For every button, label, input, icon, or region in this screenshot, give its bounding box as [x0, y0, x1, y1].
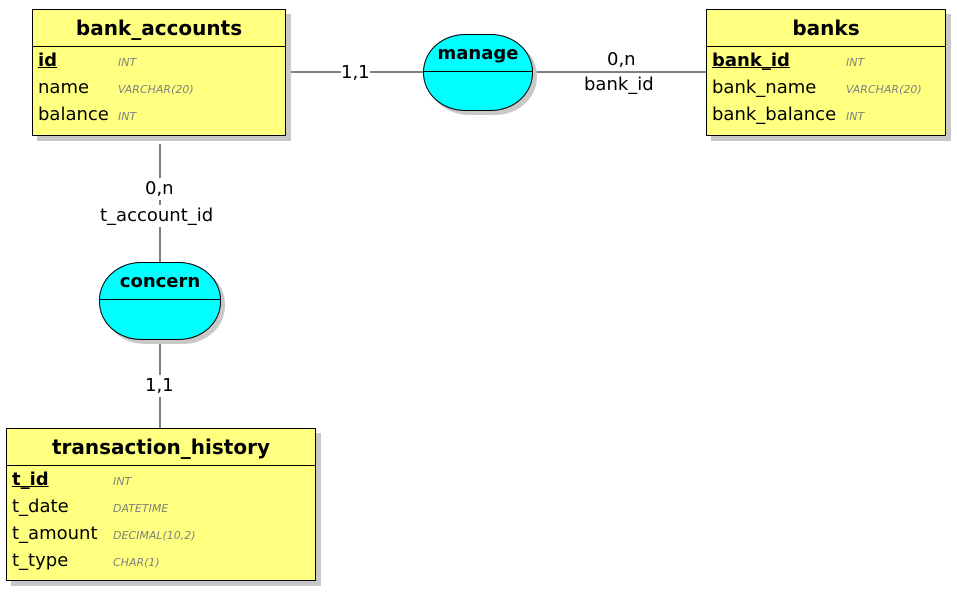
cardinality-concern-transaction-history: 1,1 [145, 375, 174, 397]
entity-transaction-history[interactable]: transaction_history t_id INT t_date DATE… [6, 428, 316, 581]
cardinality-manage-banks: 0,n [607, 49, 636, 71]
attribute-row: t_amount DECIMAL(10,2) [7, 522, 315, 549]
attribute-type: DATETIME [113, 502, 169, 515]
cardinality-manage-bank-accounts: 1,1 [341, 62, 370, 84]
attribute-row: balance INT [33, 103, 285, 130]
relation-label: manage [437, 43, 519, 64]
attribute-type: VARCHAR(20) [118, 83, 194, 96]
entity-banks[interactable]: banks bank_id INT bank_name VARCHAR(20) … [706, 9, 946, 136]
attribute-name: t_amount [12, 523, 98, 544]
attribute-type: INT [113, 475, 132, 488]
entity-title: banks [707, 10, 945, 47]
cardinality-concern-bank-accounts-key: t_account_id [100, 205, 214, 227]
primary-key-name: t_id [12, 469, 49, 490]
attribute-type: INT [118, 56, 137, 69]
attribute-row: bank_name VARCHAR(20) [707, 76, 945, 103]
attribute-name: t_date [12, 496, 69, 517]
cardinality-concern-bank-accounts: 0,n [145, 178, 174, 200]
relation-label: concern [119, 271, 201, 292]
attribute-row: id INT [33, 49, 285, 76]
attribute-row: name VARCHAR(20) [33, 76, 285, 103]
relation-divider [424, 71, 532, 72]
attribute-name: balance [38, 104, 109, 125]
attribute-type: INT [846, 56, 865, 69]
attribute-type: DECIMAL(10,2) [113, 529, 196, 542]
attribute-row: t_id INT [7, 468, 315, 495]
attribute-row: bank_id INT [707, 49, 945, 76]
entity-title: bank_accounts [33, 10, 285, 47]
entity-bank-accounts[interactable]: bank_accounts id INT name VARCHAR(20) ba… [32, 9, 286, 136]
attribute-name: bank_balance [712, 104, 837, 125]
relation-divider [100, 299, 220, 300]
attribute-row: t_type CHAR(1) [7, 549, 315, 576]
relation-concern[interactable]: concern [99, 262, 221, 340]
primary-key-name: id [38, 50, 58, 71]
entity-title: transaction_history [7, 429, 315, 466]
relation-manage[interactable]: manage [423, 34, 533, 111]
attribute-name: bank_name [712, 77, 817, 98]
attribute-row: bank_balance INT [707, 103, 945, 130]
attribute-type: CHAR(1) [113, 556, 160, 569]
primary-key-name: bank_id [712, 50, 790, 71]
attribute-type: INT [118, 110, 137, 123]
attribute-name: t_type [12, 550, 69, 571]
attribute-row: t_date DATETIME [7, 495, 315, 522]
attribute-type: VARCHAR(20) [846, 83, 922, 96]
attribute-type: INT [846, 110, 865, 123]
attribute-name: name [38, 77, 90, 98]
cardinality-manage-banks-key: bank_id [584, 74, 654, 96]
